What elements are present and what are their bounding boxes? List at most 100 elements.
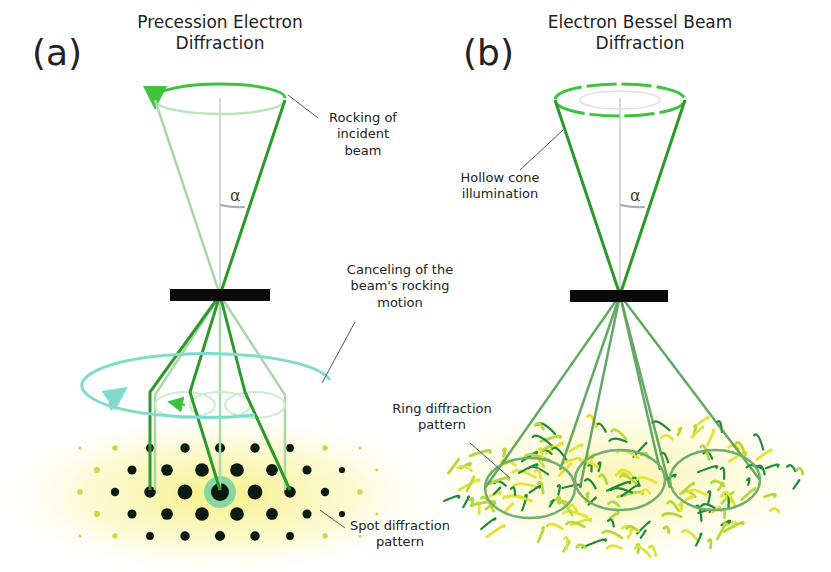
ring-fragment [603,531,622,538]
ring-fragment [770,508,779,512]
ring-fragment [577,545,585,548]
ring-fragment [689,490,707,495]
diffraction-spot [322,445,328,451]
diffraction-spot [302,509,311,518]
ring-fragment [547,524,562,529]
ring-fragment [747,478,749,484]
diffraction-spot [339,467,345,473]
ring-fragment [599,475,607,484]
ring-fragment [678,428,681,435]
diffraction-spot [180,531,189,540]
ring-fragment [610,512,618,518]
diffraction-spot [112,533,118,539]
diffraction-spot [79,447,82,450]
diffraction-spot [286,532,294,540]
ring-fragment [642,490,650,494]
ring-fragment [535,424,543,430]
callout-label: Rocking of incident beam [318,110,408,159]
ring-fragment [569,505,577,511]
ring-fragment [698,466,717,472]
diffraction-spot [146,532,154,540]
ring-fragment [566,522,584,527]
ring-fragment [724,522,743,531]
ring-fragment [711,481,724,486]
diffraction-spot [357,489,362,494]
ring-fragment [637,477,656,482]
ring-fragment [583,539,607,547]
ring-fragment [766,465,779,469]
ring-fragment [533,436,551,445]
diffraction-spot [302,465,311,474]
ring-fragment [470,450,491,455]
angle-symbol: α [230,186,246,206]
ring-fragment [585,479,596,488]
diffraction-spot [161,508,173,520]
ring-fragment [696,534,702,546]
ring-fragment [699,417,709,423]
ring-fragment [458,466,472,470]
ring-fragment [539,448,542,463]
ring-fragment [664,527,669,533]
diffraction-spot [94,467,100,473]
ring-fragment [627,526,637,530]
ring-fragment [765,494,776,497]
diffraction-spot [359,447,362,450]
diffraction-spot [215,531,225,541]
ring-fragment [620,475,635,483]
ring-fragment [481,518,495,529]
ring-fragment [797,468,803,474]
ring-fragment [585,463,598,467]
ring-fragment [793,480,799,488]
ring-fragment [444,496,459,501]
callout-label: Ring diffraction pattern [392,401,492,434]
ring-fragment [565,537,568,549]
angle-symbol: α [630,186,646,206]
ring-fragment [692,427,703,438]
ring-fragment [513,484,535,487]
panel-title: Precession Electron Diffraction [120,12,320,55]
diffraction-spot [322,533,328,539]
diffraction-spot [112,445,118,451]
diffraction-spot [127,509,136,518]
ring-fragment [519,464,537,473]
diffraction-spot [230,507,244,521]
ring-fragment [530,486,541,492]
ring-fragment [724,492,736,507]
ring-fragment [663,513,682,516]
ring-fragment [503,449,505,456]
ring-fragment [563,511,587,517]
diffraction-spot [250,531,259,540]
ring-fragment [588,464,591,471]
ring-fragment [641,531,646,538]
diffraction-spot [111,488,119,496]
ring-fragment [682,531,698,541]
ring-fragment [513,470,536,477]
ring-fragment [511,487,515,495]
ring-fragment [596,424,606,432]
ring-fragment [467,477,474,491]
callout-label: Canceling of the beam's rocking motion [345,262,455,311]
ring-fragment [538,527,544,541]
ring-fragment [494,488,500,495]
diffraction-spot [161,464,173,476]
ring-fragment [504,496,526,499]
diffraction-spot [94,511,100,517]
ring-fragment [448,459,458,473]
ring-fragment [754,434,763,449]
ring-fragment [562,485,581,488]
diffraction-spot [230,463,244,477]
ring-fragment [609,439,626,442]
ring-fragment [463,496,469,507]
ring-fragment [628,529,632,537]
ring-fragment [563,458,581,463]
diffraction-spot [359,535,362,538]
ring-fragment [708,430,715,445]
ring-fragment [622,526,638,531]
callout-label: Hollow cone illumination [450,170,550,203]
diffraction-spot [266,464,278,476]
ring-fragment [487,525,505,537]
diffraction-spot [339,511,345,517]
ring-fragment [787,465,795,471]
diffraction-spot [286,444,294,452]
ring-fragment [550,500,554,506]
